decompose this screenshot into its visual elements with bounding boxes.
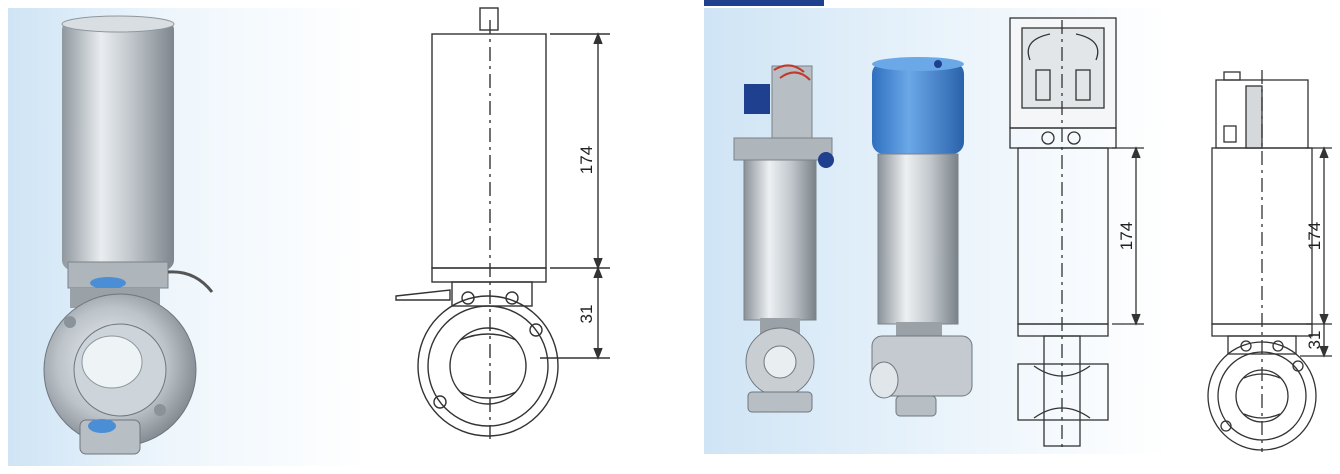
actuator-body — [877, 153, 959, 325]
actuator-body — [743, 159, 817, 321]
flange-outer — [1207, 341, 1317, 451]
sensor-cable — [167, 270, 214, 293]
right-panel: 174 174 31 — [700, 0, 1340, 474]
valve-photo-blue-cap — [869, 57, 973, 417]
dimension-31-label: 31 — [1305, 331, 1324, 350]
valve-photo-left — [43, 15, 214, 455]
blue-control-head — [872, 62, 964, 154]
dimension-31-label: 31 — [577, 305, 596, 324]
blue-indicator — [90, 277, 126, 289]
technical-drawing-a — [1009, 17, 1144, 450]
left-panel-graphics: 174 31 — [8, 7, 610, 466]
left-panel: 174 31 — [8, 7, 610, 466]
technical-drawing-left — [395, 7, 610, 440]
dimension-174-label: 174 — [1305, 222, 1324, 250]
dimension-174-label: 174 — [1117, 222, 1136, 250]
dimension-174-label: 174 — [577, 146, 596, 174]
solenoid-coil — [744, 84, 770, 114]
banner-strip — [704, 0, 824, 6]
sensor-drawing — [395, 289, 451, 301]
flange-outer — [417, 295, 559, 437]
valve-photo-positioner — [733, 64, 834, 413]
actuator-cylinder — [62, 20, 174, 270]
breather-plug — [479, 7, 499, 31]
right-panel-graphics: 174 174 31 — [704, 0, 1332, 454]
actuator-outline — [431, 33, 547, 269]
technical-drawing-b — [1207, 70, 1332, 452]
